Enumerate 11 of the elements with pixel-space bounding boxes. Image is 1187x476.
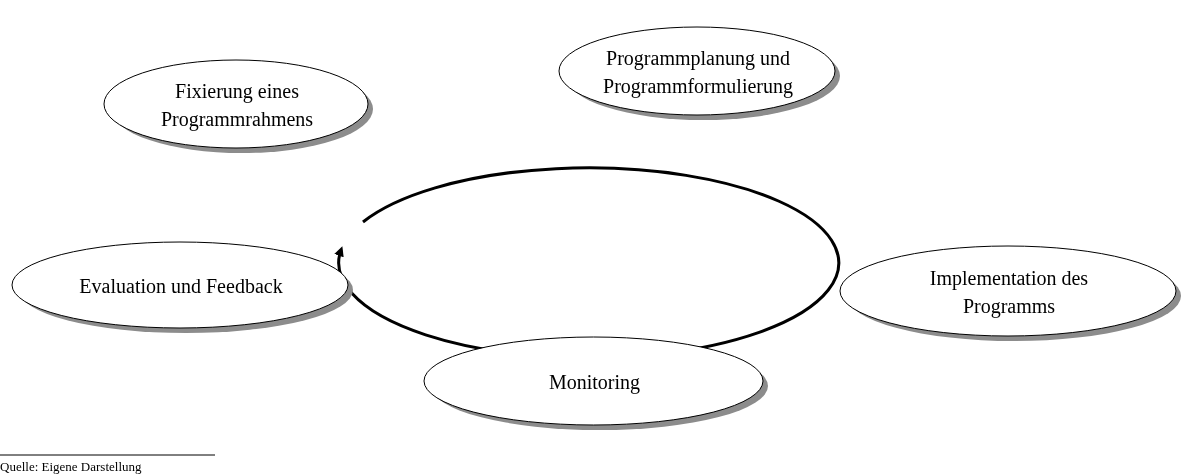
process-ellipse xyxy=(557,25,839,119)
source-note: Quelle: Eigene Darstellung xyxy=(0,459,142,474)
process-ellipse xyxy=(102,58,372,152)
process-ellipse xyxy=(422,335,767,429)
node-text: Fixierung eines Programmrahmens xyxy=(159,79,315,133)
process-ellipse xyxy=(10,240,352,332)
process-ellipse xyxy=(838,244,1180,340)
node-text: Evaluation und Feedback xyxy=(79,274,283,299)
node-text: Programmplanung und Programmformulierung xyxy=(602,46,794,100)
node-text: Implementation des Programms xyxy=(929,266,1089,320)
node-text: Monitoring xyxy=(548,370,641,396)
